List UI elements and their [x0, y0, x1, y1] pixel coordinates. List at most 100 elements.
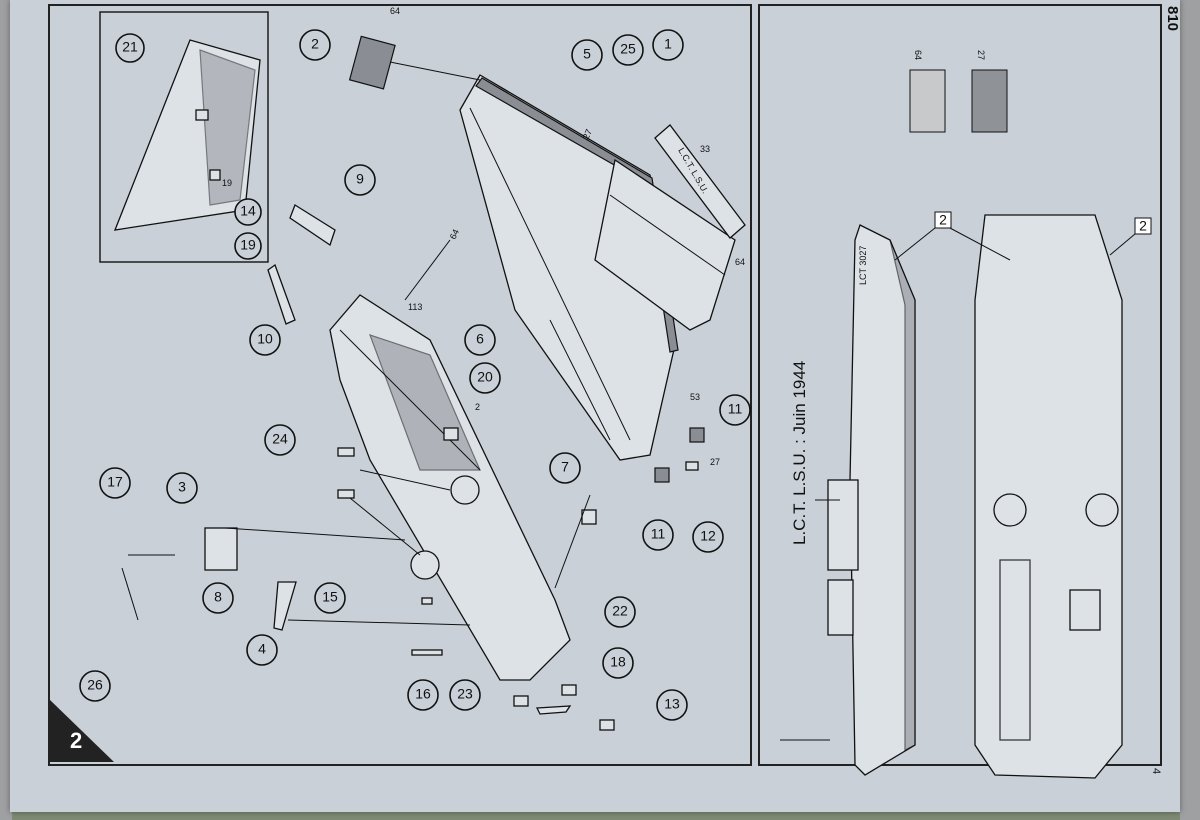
- plate-part-10: [267, 263, 296, 325]
- svg-text:53: 53: [690, 392, 700, 402]
- painting-panel: [758, 4, 1162, 766]
- swatch-64: [909, 69, 946, 133]
- svg-text:3: 3: [178, 479, 186, 495]
- part-23: [513, 695, 529, 707]
- svg-text:20: 20: [477, 369, 493, 385]
- swatch-64-label: 64: [913, 50, 923, 60]
- corner-code: 810: [1164, 6, 1180, 31]
- svg-text:18: 18: [610, 654, 626, 670]
- callout-22: 22: [604, 596, 636, 628]
- callout-25: 25: [612, 34, 644, 66]
- svg-text:25: 25: [620, 41, 636, 57]
- svg-text:2: 2: [311, 36, 319, 52]
- callout-18: 18: [602, 647, 634, 679]
- svg-text:27: 27: [710, 457, 720, 467]
- svg-text:16: 16: [415, 686, 431, 702]
- part-11b: [689, 427, 705, 443]
- part-7: [581, 509, 597, 525]
- svg-text:21: 21: [122, 39, 138, 55]
- callout-20: 20: [469, 362, 501, 394]
- superstructure: [827, 479, 859, 571]
- instruction-sheet: 2 L.C.T. L.S.U.: [10, 0, 1180, 812]
- svg-text:14: 14: [240, 203, 256, 219]
- part-24a: [337, 447, 355, 457]
- rod-part-26: [121, 567, 139, 621]
- svg-text:113: 113: [408, 302, 422, 312]
- svg-text:10: 10: [257, 331, 273, 347]
- svg-text:13: 13: [664, 696, 680, 712]
- step-badge: [50, 700, 114, 762]
- rod-part-16: [411, 649, 443, 656]
- svg-text:22: 22: [612, 603, 628, 619]
- callout-circles: 1 2 3 4 5 6 7 8 9 10 11 11 12 13 14 15 1…: [79, 29, 751, 721]
- profile-title: L.C.T. L.S.U. : Juin 1944: [790, 361, 809, 545]
- callout-1: 1: [652, 29, 684, 61]
- hull-strip-27: [475, 77, 679, 353]
- callout-16: 16: [407, 679, 439, 711]
- swatch-27: [971, 69, 1008, 133]
- svg-text:15: 15: [322, 589, 338, 605]
- callout-26: 26: [79, 670, 111, 702]
- part-24b: [337, 489, 355, 499]
- callout-9: 9: [344, 164, 376, 196]
- part-22: [561, 684, 577, 696]
- callout-10: 10: [249, 324, 281, 356]
- part-18: [535, 705, 572, 715]
- svg-text:17: 17: [107, 474, 123, 490]
- hull-marking: LCT 3027: [858, 246, 868, 285]
- callout-5: 5: [571, 39, 603, 71]
- part-11a: [654, 467, 670, 483]
- detail-inset: [99, 11, 269, 263]
- svg-text:2: 2: [1139, 218, 1147, 234]
- assembly-panel: [48, 4, 752, 766]
- part-13: [599, 719, 615, 731]
- colour-codes: 64 64 64 27 27 33 53 113 2 19: [222, 6, 745, 467]
- callout-19: 19: [234, 232, 262, 260]
- callout-7: 7: [549, 452, 581, 484]
- svg-text:23: 23: [457, 686, 473, 702]
- svg-text:11: 11: [728, 401, 743, 417]
- part-15: [421, 597, 433, 605]
- callout-24: 24: [264, 424, 296, 456]
- callout-8: 8: [202, 582, 234, 614]
- part-20: [443, 427, 459, 441]
- callout-11a: 11: [719, 394, 751, 426]
- callout-13: 13: [656, 689, 688, 721]
- callout-2: 2: [299, 29, 331, 61]
- inset-hatching: [199, 49, 256, 206]
- svg-text:5: 5: [583, 46, 591, 62]
- inset-part-21: [195, 109, 209, 121]
- step-number: 2: [70, 728, 82, 753]
- swatch-27-label: 27: [976, 50, 986, 60]
- svg-text:1: 1: [664, 36, 672, 52]
- plate-part-9: [289, 204, 336, 247]
- box-part-8: [204, 527, 238, 571]
- callout-17: 17: [99, 467, 131, 499]
- sprue-left: [0, 0, 12, 820]
- svg-text:4: 4: [258, 641, 266, 657]
- part-12: [685, 461, 699, 471]
- legend: 64 27: [909, 50, 1008, 133]
- callout-11b: 11: [642, 519, 674, 551]
- svg-text:12: 12: [700, 528, 716, 544]
- grating-part-2: [348, 35, 396, 90]
- callout-12: 12: [692, 521, 724, 553]
- svg-text:64: 64: [448, 228, 461, 241]
- callout-4: 4: [246, 634, 278, 666]
- callout-3: 3: [166, 472, 198, 504]
- plan-callout: 2: [1109, 217, 1152, 256]
- ramp-part-25: [594, 158, 736, 331]
- sprue-right: [1180, 0, 1200, 820]
- svg-text:19: 19: [222, 178, 232, 188]
- page-number: 4: [1150, 768, 1162, 774]
- svg-text:9: 9: [356, 171, 364, 187]
- inset-part-14: [209, 169, 221, 181]
- svg-text:2: 2: [475, 402, 480, 412]
- svg-text:6: 6: [476, 331, 484, 347]
- svg-text:64: 64: [390, 6, 400, 16]
- callout-14: 14: [234, 198, 262, 226]
- svg-text:33: 33: [700, 144, 710, 154]
- svg-text:27: 27: [581, 128, 594, 141]
- svg-text:7: 7: [561, 459, 569, 475]
- callout-23: 23: [449, 679, 481, 711]
